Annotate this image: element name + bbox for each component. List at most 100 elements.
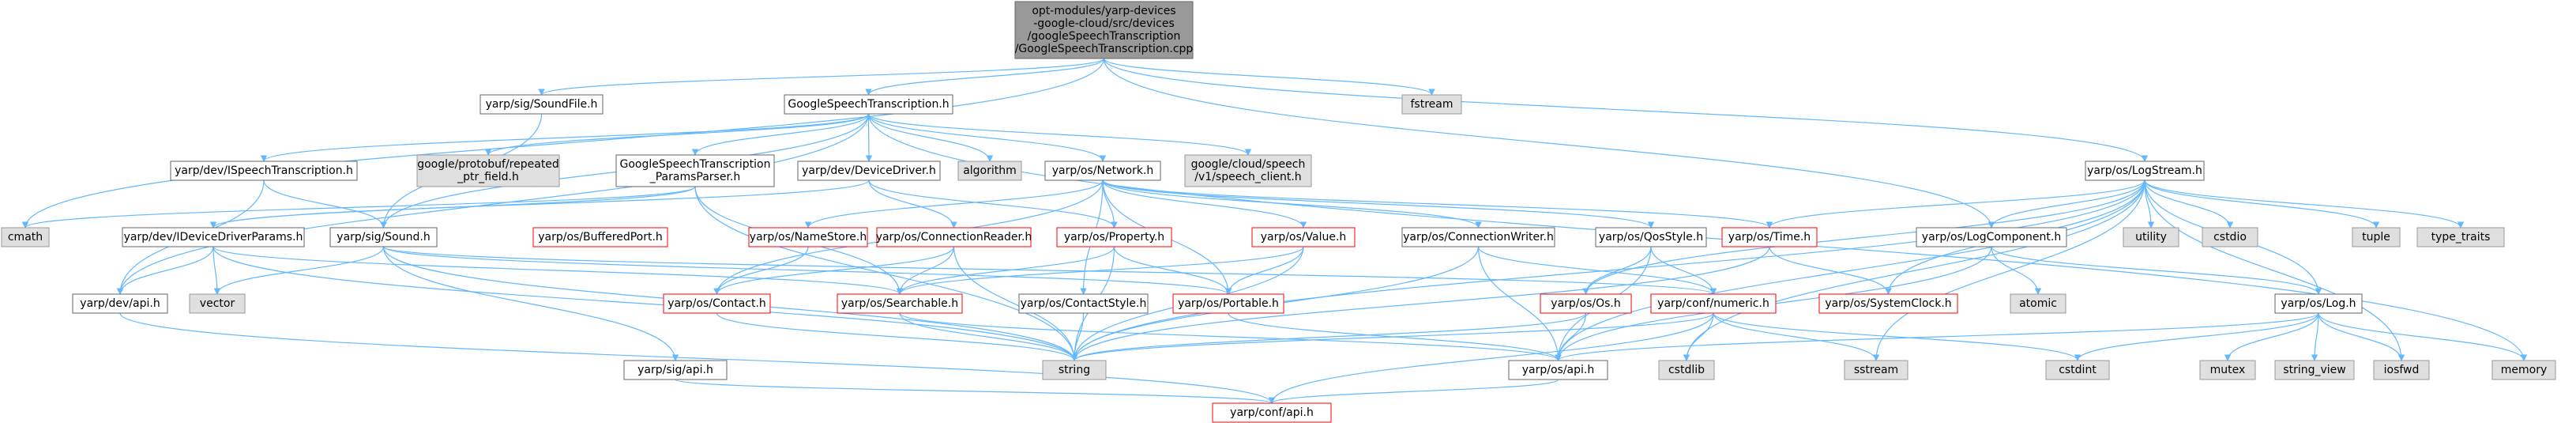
edge-logcomponent-to-logh — [1991, 246, 2322, 295]
node-label: -google-cloud/src/devices — [1033, 17, 1175, 30]
node-box — [784, 94, 953, 115]
node-box — [1401, 227, 1555, 247]
edge-logh-to-cstdint — [2074, 312, 2319, 361]
node-label: yarp/os/NameStore.h — [750, 231, 867, 244]
node-label: _ParamsParser.h — [649, 171, 741, 183]
node-cstdio: cstdio — [2202, 227, 2258, 247]
node-box — [663, 293, 771, 314]
node-time[interactable]: yarp/os/Time.h — [1721, 227, 1818, 247]
edge-logh-to-memory — [2318, 312, 2528, 361]
node-label: yarp/os/Portable.h — [1178, 297, 1279, 310]
node-mutex: mutex — [2199, 360, 2256, 380]
node-label: iosfwd — [2384, 364, 2420, 376]
node-label: vector — [200, 297, 235, 310]
node-root[interactable]: opt-modules/yarp-devices-google-cloud/sr… — [1014, 1, 1194, 59]
node-label: atomic — [2019, 297, 2057, 310]
edge-searchable-to-string — [899, 312, 1078, 361]
node-utility: utility — [2123, 227, 2179, 247]
node-gst[interactable]: GoogleSpeechTranscription.h — [784, 94, 953, 115]
node-tuple: tuple — [2352, 227, 2401, 247]
node-box — [1056, 227, 1172, 247]
node-label: google/protobuf/repeated — [417, 158, 559, 171]
node-label: yarp/dev/api.h — [80, 297, 160, 310]
edge-devdriver-to-connreader — [868, 179, 957, 228]
node-box — [1916, 227, 2067, 247]
node-label: yarp/os/Value.h — [1261, 231, 1347, 244]
node-box — [189, 293, 246, 314]
node-sound[interactable]: yarp/sig/Sound.h — [329, 227, 438, 247]
edge-logstream-to-cstdlib — [1683, 179, 2145, 361]
edge-logstream-to-osapi — [1555, 179, 2145, 361]
node-box — [837, 293, 963, 314]
node-label: yarp/os/ConnectionWriter.h — [1403, 231, 1554, 244]
node-box — [1251, 227, 1356, 247]
node-label: yarp/os/Searchable.h — [841, 297, 958, 310]
node-box — [1401, 94, 1462, 115]
node-label: string — [1059, 364, 1090, 376]
node-label: yarp/dev/IDeviceDriverParams.h — [124, 231, 303, 244]
node-connwriter[interactable]: yarp/os/ConnectionWriter.h — [1401, 227, 1555, 247]
edge-connreader-to-string — [953, 246, 1078, 361]
node-contact[interactable]: yarp/os/Contact.h — [663, 293, 771, 314]
node-label: algorithm — [963, 164, 1017, 177]
node-box — [1658, 360, 1715, 380]
node-devdriver[interactable]: yarp/dev/DeviceDriver.h — [797, 161, 941, 181]
node-soundfile[interactable]: yarp/sig/SoundFile.h — [479, 94, 604, 115]
node-connreader[interactable]: yarp/os/ConnectionReader.h — [876, 227, 1032, 247]
node-numeric[interactable]: yarp/conf/numeric.h — [1650, 293, 1777, 314]
edge-ideviceparams-to-string — [212, 246, 1078, 361]
node-devapi[interactable]: yarp/dev/api.h — [72, 293, 168, 314]
edge-osh-to-string — [1070, 312, 1587, 361]
node-ideviceparams[interactable]: yarp/dev/IDeviceDriverParams.h — [122, 227, 305, 247]
node-label: yarp/os/Time.h — [1728, 231, 1811, 244]
node-property[interactable]: yarp/os/Property.h — [1056, 227, 1172, 247]
node-label: yarp/dev/ISpeechTranscription.h — [175, 164, 353, 177]
edge-property-to-searchable — [896, 246, 1115, 295]
node-logcomponent[interactable]: yarp/os/LogComponent.h — [1916, 227, 2067, 247]
node-label: yarp/os/ContactStyle.h — [1021, 297, 1147, 310]
node-value[interactable]: yarp/os/Value.h — [1251, 227, 1356, 247]
edge-sound-to-sigapi — [382, 246, 679, 361]
node-logh[interactable]: yarp/os/Log.h — [2274, 293, 2363, 314]
node-osapi[interactable]: yarp/os/api.h — [1508, 360, 1608, 380]
node-label: yarp/os/BufferedPort.h — [538, 231, 663, 244]
node-contactstyle[interactable]: yarp/os/ContactStyle.h — [1018, 293, 1149, 314]
node-params[interactable]: GoogleSpeechTranscription_ParamsParser.h — [615, 154, 775, 187]
node-label: yarp/os/LogComponent.h — [1922, 231, 2061, 244]
node-confapi[interactable]: yarp/conf/api.h — [1212, 402, 1332, 423]
node-box — [1508, 360, 1608, 380]
node-searchable[interactable]: yarp/os/Searchable.h — [837, 293, 963, 314]
node-systemclock[interactable]: yarp/os/SystemClock.h — [1818, 293, 1958, 314]
node-osh[interactable]: yarp/os/Os.h — [1540, 293, 1632, 314]
edge-time-to-systemclock — [1769, 246, 1892, 295]
node-box — [2199, 360, 2256, 380]
node-label: /googleSpeechTranscription — [1028, 30, 1181, 43]
node-label: sstream — [1854, 364, 1898, 376]
node-qosstyle[interactable]: yarp/os/QosStyle.h — [1595, 227, 1707, 247]
edge-qosstyle-to-numeric — [1650, 246, 1717, 295]
node-label: cmath — [8, 231, 43, 244]
node-protobuf: google/protobuf/repeated_ptr_field.h — [416, 154, 560, 187]
node-sigapi[interactable]: yarp/sig/api.h — [623, 360, 728, 380]
node-box — [2123, 227, 2179, 247]
node-vector: vector — [189, 293, 246, 314]
node-bufferedport[interactable]: yarp/os/BufferedPort.h — [532, 227, 668, 247]
node-label: yarp/conf/numeric.h — [1657, 297, 1769, 310]
node-cstdint: cstdint — [2045, 360, 2110, 380]
edge-gst-to-devapi — [116, 113, 870, 295]
node-box — [1818, 293, 1958, 314]
node-namestore[interactable]: yarp/os/NameStore.h — [748, 227, 868, 247]
node-box — [2010, 293, 2066, 314]
node-logstream[interactable]: yarp/os/LogStream.h — [2085, 161, 2205, 181]
edge-numeric-to-confapi — [1268, 312, 1714, 404]
node-box — [532, 227, 668, 247]
node-network[interactable]: yarp/os/Network.h — [1044, 161, 1161, 181]
node-portable[interactable]: yarp/os/Portable.h — [1172, 293, 1284, 314]
node-box — [1721, 227, 1818, 247]
node-ispeech[interactable]: yarp/dev/ISpeechTranscription.h — [170, 161, 358, 181]
node-algorithm: algorithm — [957, 161, 1022, 181]
node-label: GoogleSpeechTranscription — [620, 158, 771, 171]
node-box — [2085, 161, 2205, 181]
node-atomic: atomic — [2010, 293, 2066, 314]
edge-sigapi-to-confapi — [675, 379, 1275, 404]
